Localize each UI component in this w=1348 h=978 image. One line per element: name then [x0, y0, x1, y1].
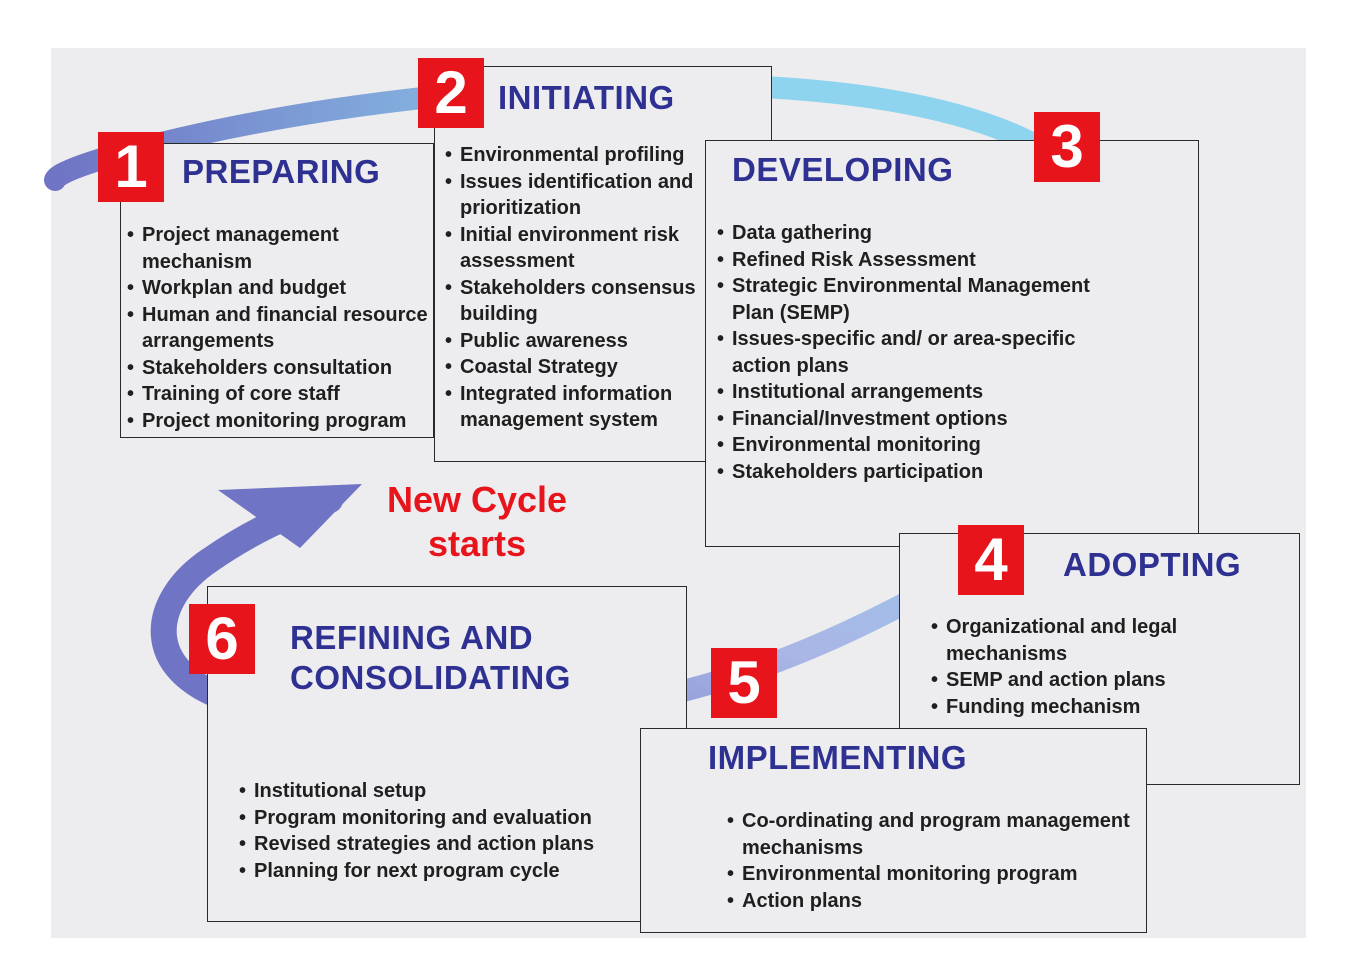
- list-item: Refined Risk Assessment: [714, 247, 1124, 274]
- list-item: Training of core staff: [124, 381, 429, 408]
- list-item: Co-ordinating and program management mec…: [724, 808, 1134, 861]
- list-item: Institutional setup: [236, 778, 666, 805]
- list-item: Planning for next program cycle: [236, 858, 666, 885]
- stage-1-title: PREPARING: [182, 153, 381, 190]
- new-cycle-label: New Cycle starts: [362, 478, 592, 566]
- stage-2-items: Environmental profiling Issues identific…: [442, 142, 702, 434]
- stage-4-items: Organizational and legal mechanisms SEMP…: [928, 614, 1268, 720]
- stage-5-title: IMPLEMENTING: [708, 739, 967, 776]
- stage-4-title: ADOPTING: [1063, 546, 1242, 583]
- list-item: Environmental monitoring: [714, 432, 1124, 459]
- list-item: Financial/Investment options: [714, 406, 1124, 433]
- list-item: Institutional arrangements: [714, 379, 1124, 406]
- list-item: Program monitoring and evaluation: [236, 805, 666, 832]
- list-item: Stakeholders participation: [714, 459, 1124, 486]
- stage-3-items: Data gathering Refined Risk Assessment S…: [714, 220, 1124, 485]
- list-item: Stakeholders consensus building: [442, 275, 702, 328]
- list-item: Environmental profiling: [442, 142, 702, 169]
- stage-6-items: Institutional setup Program monitoring a…: [236, 778, 666, 884]
- new-cycle-line-2: starts: [427, 523, 527, 564]
- list-item: Integrated information management system: [442, 381, 702, 434]
- stage-6-title-line-1: REFINING AND: [290, 619, 534, 656]
- stage-4-number: 4: [958, 525, 1024, 595]
- stage-5-number: 5: [711, 648, 777, 718]
- new-cycle-line-1: New Cycle: [386, 479, 568, 520]
- list-item: Revised strategies and action plans: [236, 831, 666, 858]
- stage-2-title: INITIATING: [498, 79, 675, 116]
- list-item: Issues-specific and/ or area-specific ac…: [714, 326, 1124, 379]
- list-item: Funding mechanism: [928, 694, 1268, 721]
- stage-1-number: 1: [98, 132, 164, 202]
- list-item: Strategic Environmental Management Plan …: [714, 273, 1124, 326]
- list-item: Project monitoring program: [124, 408, 429, 435]
- stage-6-title-line-2: CONSOLIDATING: [290, 659, 571, 696]
- list-item: Human and financial resource arrangement…: [124, 302, 429, 355]
- list-item: Coastal Strategy: [442, 354, 702, 381]
- list-item: Project management mechanism: [124, 222, 429, 275]
- list-item: Environmental monitoring program: [724, 861, 1134, 888]
- list-item: Stakeholders consultation: [124, 355, 429, 382]
- list-item: Issues identification and prioritization: [442, 169, 702, 222]
- stage-3-number: 3: [1034, 112, 1100, 182]
- list-item: Data gathering: [714, 220, 1124, 247]
- list-item: Action plans: [724, 888, 1134, 915]
- stage-1-items: Project management mechanism Workplan an…: [124, 222, 429, 434]
- stage-2-number: 2: [418, 58, 484, 128]
- stage-3-title: DEVELOPING: [732, 151, 954, 188]
- list-item: Initial environment risk assessment: [442, 222, 702, 275]
- list-item: SEMP and action plans: [928, 667, 1268, 694]
- stage-5-items: Co-ordinating and program management mec…: [724, 808, 1134, 914]
- list-item: Public awareness: [442, 328, 702, 355]
- list-item: Organizational and legal mechanisms: [928, 614, 1268, 667]
- list-item: Workplan and budget: [124, 275, 429, 302]
- stage-6-number: 6: [189, 604, 255, 674]
